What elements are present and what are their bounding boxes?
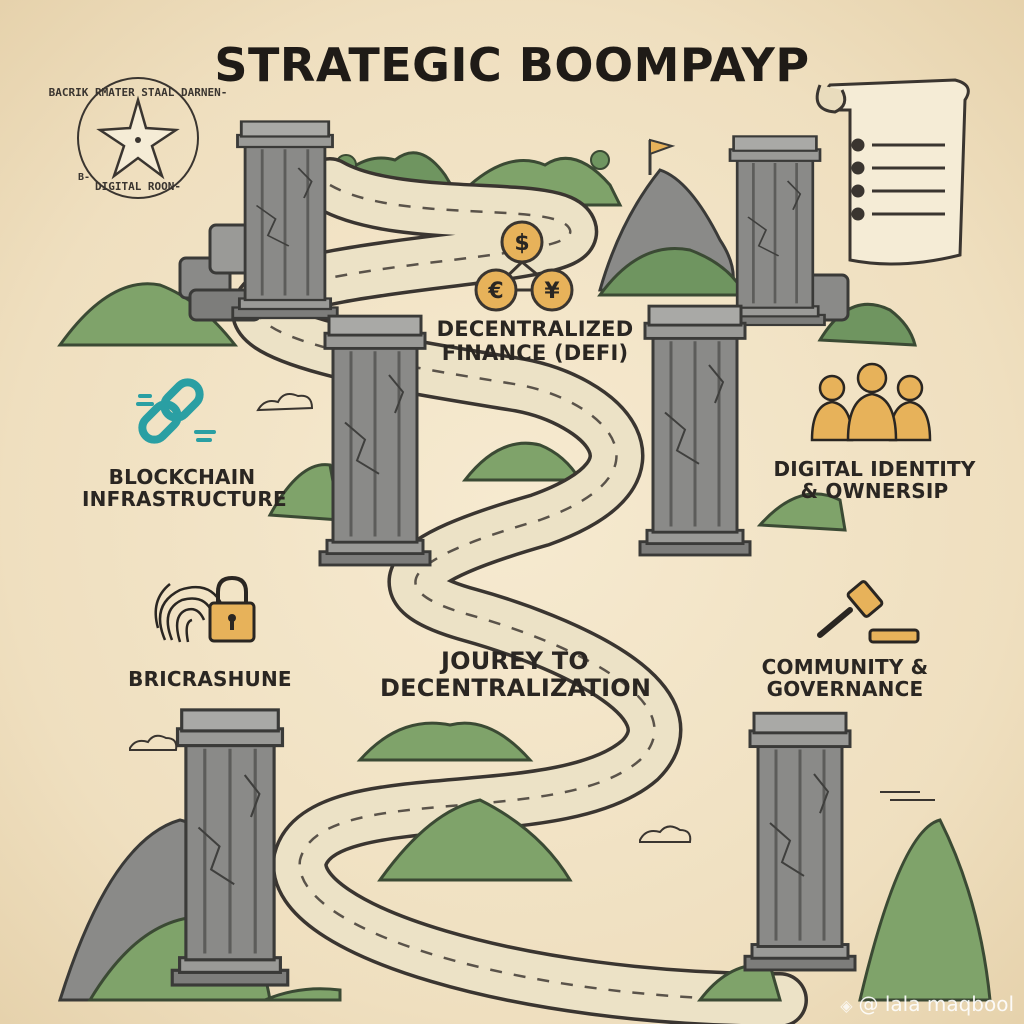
checklist-bullets — [851, 138, 945, 221]
coin-symbol-dollar: $ — [514, 231, 529, 256]
watermark-text: @ lala maqbool — [858, 992, 1015, 1016]
coin-symbol-yen: ¥ — [544, 279, 560, 304]
pillar-bottom-left — [170, 708, 290, 987]
winding-road — [231, 157, 808, 1024]
milestone-label-governance-line-1: COMMUNITY & — [761, 655, 929, 679]
stamp-arc-text: BACRIK RMATER STAAL DARNEN- — [49, 86, 228, 99]
milestone-label-defi: DECENTRALIZED FINANCE (DEFI) — [430, 317, 640, 365]
people-icon — [810, 362, 932, 442]
milestone-label-defi-line-2: FINANCE (DEFI) — [441, 340, 629, 365]
pillar-top-left — [231, 120, 339, 320]
fingerprint-icon — [154, 583, 224, 643]
page-title: STRATEGIC BOOMPAYP — [214, 38, 810, 92]
milestone-label-blockchain-line-1: BLOCKCHAIN — [108, 465, 256, 489]
milestone-label-identity-line-1: DIGITAL IDENTITY — [773, 457, 976, 481]
milestone-label-security: BRICRASHUNE — [120, 667, 300, 691]
road-label: JOUREY TO DECENTRALIZATION — [380, 647, 652, 702]
gavel-icon — [817, 580, 920, 644]
milestone-label-governance-line-2: GOVERNANCE — [766, 677, 924, 702]
milestone-label-identity-line-2: & OWNERSIP — [800, 479, 949, 504]
pillar-mid-right — [638, 304, 752, 557]
road-label-line-1: JOUREY TO — [440, 647, 589, 675]
scroll-icon — [815, 78, 970, 266]
padlock-icon — [208, 575, 256, 643]
background-hills — [57, 150, 917, 762]
coins-icon: $ € ¥ — [474, 220, 574, 312]
stamp-bottom-text: DIGITAL ROON- — [95, 180, 181, 193]
milestone-label-security-line-1: BRICRASHUNE — [128, 667, 292, 691]
flag-icon — [648, 138, 676, 175]
compass-star-icon — [77, 77, 199, 199]
milestone-label-identity: DIGITAL IDENTITY & OWNERSIP — [772, 458, 977, 503]
milestone-label-blockchain: BLOCKCHAIN INFRASTRUCTURE — [82, 465, 287, 512]
watermark: ◈ @ lala maqbool — [840, 992, 1014, 1016]
milestone-label-governance: COMMUNITY & GOVERNANCE — [755, 656, 935, 701]
cloud-doodles — [129, 393, 935, 843]
milestone-label-blockchain-line-2: INFRASTRUCTURE — [82, 487, 287, 512]
coin-symbol-euro: € — [487, 279, 503, 304]
stamp-side-text: B- — [78, 172, 90, 183]
pillar-top-right — [724, 135, 826, 327]
diamond-logo-icon: ◈ — [840, 996, 853, 1015]
milestone-label-defi-line-1: DECENTRALIZED — [436, 317, 634, 341]
pillar-bottom-right — [743, 711, 857, 972]
pillar-mid-left — [318, 314, 432, 567]
chain-link-icon — [136, 378, 216, 444]
road-label-line-2: DECENTRALIZATION — [380, 673, 652, 702]
